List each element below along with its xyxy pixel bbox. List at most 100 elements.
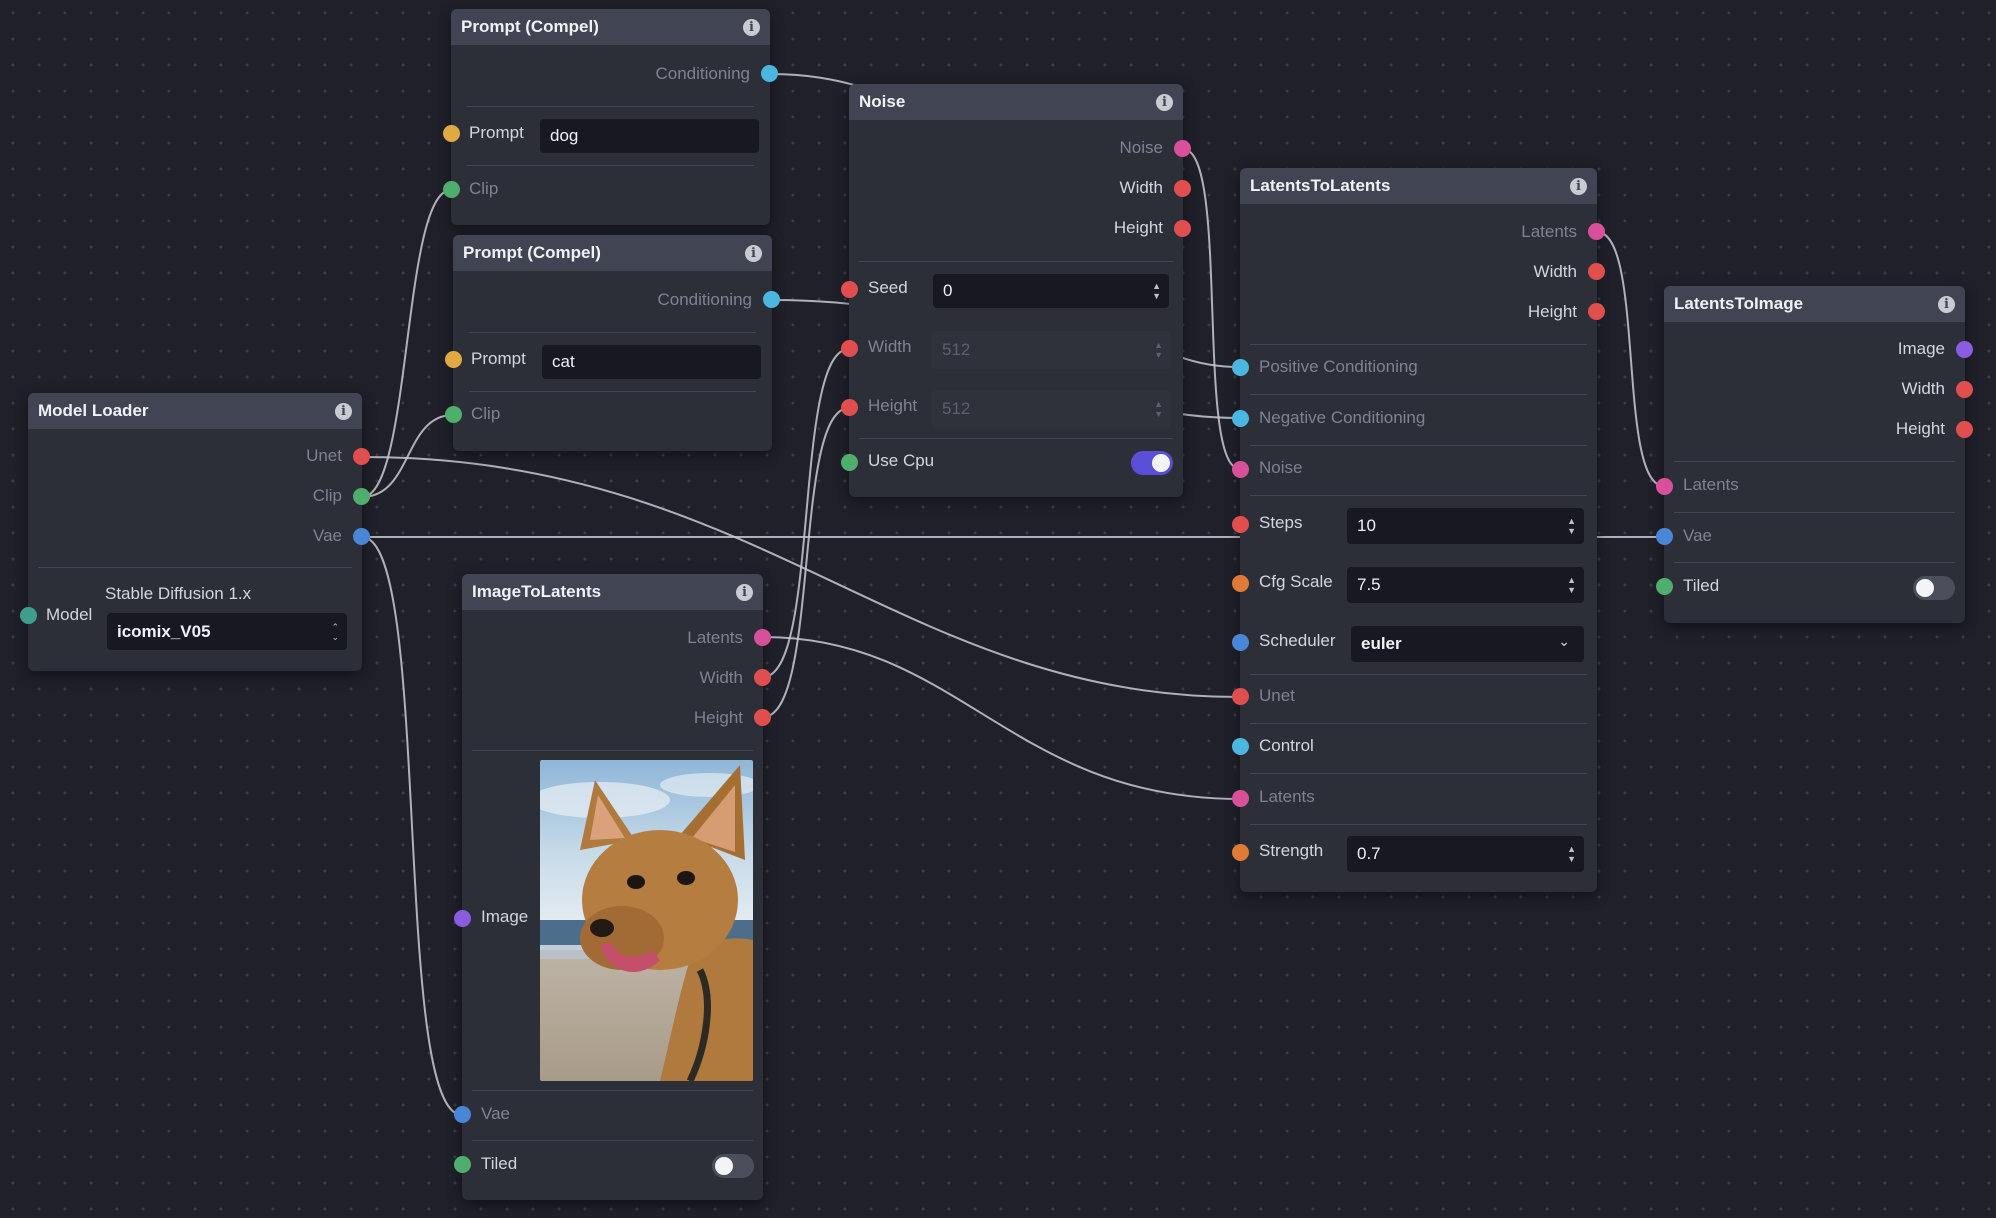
- info-icon[interactable]: i: [335, 402, 352, 420]
- output-latents-port[interactable]: [754, 629, 771, 646]
- scheduler-select[interactable]: euler ⌄: [1351, 626, 1584, 662]
- image-label: Image: [481, 907, 529, 926]
- input-latents-port[interactable]: [1232, 790, 1249, 807]
- output-width-port[interactable]: [1588, 263, 1605, 280]
- output-latents-port[interactable]: [1588, 223, 1605, 240]
- latents-to-latents-node[interactable]: LatentsToLatents i Latents Width Height …: [1232, 168, 1605, 892]
- input-image-port[interactable]: [454, 910, 471, 927]
- positive-conditioning-label: Positive Conditioning: [1259, 357, 1418, 376]
- input-prompt-port[interactable]: [445, 351, 462, 368]
- output-height-port[interactable]: [754, 709, 771, 726]
- node-header[interactable]: Noise i: [849, 84, 1183, 120]
- input-cfg-scale-port[interactable]: [1232, 575, 1249, 592]
- output-image-port[interactable]: [1956, 341, 1973, 358]
- prompt-compel-node-dog[interactable]: Prompt (Compel) i Conditioning Prompt do…: [443, 9, 778, 225]
- input-positive-conditioning-port[interactable]: [1232, 359, 1249, 376]
- output-height-port[interactable]: [1588, 303, 1605, 320]
- input-tiled-port[interactable]: [1656, 578, 1673, 595]
- use-cpu-toggle[interactable]: [1131, 451, 1173, 475]
- divider: [1250, 824, 1587, 825]
- input-vae-port[interactable]: [1656, 528, 1673, 545]
- model-select-value: icomix_V05: [117, 621, 211, 641]
- input-vae-port[interactable]: [454, 1106, 471, 1123]
- scheduler-value: euler: [1361, 634, 1402, 653]
- input-tiled-port[interactable]: [454, 1156, 471, 1173]
- model-loader-node[interactable]: Model Loader i Unet Clip Vae Model Stabl…: [20, 393, 370, 671]
- input-clip-port[interactable]: [443, 181, 460, 198]
- output-conditioning-port[interactable]: [763, 291, 780, 308]
- clip-label: Clip: [469, 179, 499, 198]
- dog-photo-image[interactable]: [540, 760, 753, 1081]
- strength-input[interactable]: 0.7 ▲▼: [1347, 836, 1584, 872]
- strength-value: 0.7: [1357, 844, 1381, 863]
- info-icon[interactable]: i: [736, 583, 753, 601]
- steps-label: Steps: [1259, 513, 1303, 532]
- node-header[interactable]: ImageToLatents i: [462, 574, 763, 610]
- divider: [472, 1090, 753, 1091]
- info-icon[interactable]: i: [1570, 177, 1587, 195]
- image-to-latents-node[interactable]: ImageToLatents i Latents Width Height Im…: [454, 574, 771, 1200]
- output-clip-port[interactable]: [353, 488, 370, 505]
- output-conditioning-port[interactable]: [761, 65, 778, 82]
- output-vae-port[interactable]: [353, 528, 370, 545]
- input-noise-port[interactable]: [1232, 461, 1249, 478]
- input-strength-port[interactable]: [1232, 844, 1249, 861]
- input-height-port[interactable]: [841, 399, 858, 416]
- latents-to-image-node[interactable]: LatentsToImage i Image Width Height Late…: [1656, 286, 1973, 623]
- output-width-port[interactable]: [754, 669, 771, 686]
- stepper-arrows-icon[interactable]: ▲▼: [1567, 575, 1576, 595]
- node-header[interactable]: LatentsToImage i: [1664, 286, 1965, 322]
- info-icon[interactable]: i: [745, 244, 762, 262]
- tiled-toggle[interactable]: [712, 1154, 754, 1178]
- output-width-port[interactable]: [1956, 381, 1973, 398]
- output-height-label: Height: [693, 708, 743, 727]
- input-seed-port[interactable]: [841, 281, 858, 298]
- node-header[interactable]: LatentsToLatents i: [1240, 168, 1597, 204]
- stepper-arrows-icon[interactable]: ▲▼: [1567, 516, 1576, 536]
- output-height-port[interactable]: [1956, 421, 1973, 438]
- clip-label: Clip: [471, 404, 501, 423]
- cfg-scale-input[interactable]: 7.5 ▲▼: [1347, 567, 1584, 603]
- noise-node[interactable]: Noise i Noise Width Height Seed 0 ▲▼ Wid…: [841, 84, 1191, 497]
- prompt-input[interactable]: cat: [542, 345, 761, 379]
- input-latents-port[interactable]: [1656, 478, 1673, 495]
- info-icon[interactable]: i: [1938, 295, 1955, 313]
- input-use-cpu-port[interactable]: [841, 454, 858, 471]
- input-model-port[interactable]: [20, 607, 37, 624]
- node-header[interactable]: Model Loader i: [28, 393, 362, 429]
- output-width-label: Width: [1119, 178, 1163, 197]
- input-steps-port[interactable]: [1232, 516, 1249, 533]
- input-negative-conditioning-port[interactable]: [1232, 410, 1249, 427]
- tiled-toggle[interactable]: [1913, 576, 1955, 600]
- wire-clip-to-cat-clip: [361, 414, 454, 498]
- input-unet-port[interactable]: [1232, 688, 1249, 705]
- info-icon[interactable]: i: [1156, 93, 1173, 111]
- output-width-port[interactable]: [1174, 180, 1191, 197]
- output-width-label: Width: [1901, 379, 1945, 398]
- divider: [859, 438, 1173, 439]
- input-control-port[interactable]: [1232, 738, 1249, 755]
- prompt-input[interactable]: dog: [540, 119, 759, 153]
- output-unet-port[interactable]: [353, 448, 370, 465]
- steps-input[interactable]: 10 ▲▼: [1347, 508, 1584, 544]
- input-prompt-port[interactable]: [443, 125, 460, 142]
- input-clip-port[interactable]: [445, 406, 462, 423]
- output-width-label: Width: [699, 668, 743, 687]
- output-height-port[interactable]: [1174, 220, 1191, 237]
- node-header[interactable]: Prompt (Compel) i: [453, 235, 772, 271]
- node-title: Prompt (Compel): [461, 17, 599, 36]
- input-width-port[interactable]: [841, 340, 858, 357]
- input-scheduler-port[interactable]: [1232, 634, 1249, 651]
- divider: [1250, 394, 1587, 395]
- prompt-compel-node-cat[interactable]: Prompt (Compel) i Conditioning Prompt ca…: [445, 235, 780, 451]
- tiled-label: Tiled: [481, 1154, 518, 1173]
- seed-input[interactable]: 0 ▲▼: [933, 274, 1169, 308]
- info-icon[interactable]: i: [743, 18, 760, 36]
- stepper-arrows-icon[interactable]: ▲▼: [1152, 281, 1161, 301]
- model-select[interactable]: icomix_V05 ⌃⌄: [107, 613, 347, 650]
- output-noise-port[interactable]: [1174, 140, 1191, 157]
- stepper-arrows-icon[interactable]: ▲▼: [1567, 844, 1576, 864]
- node-header[interactable]: Prompt (Compel) i: [451, 9, 770, 45]
- output-latents-label: Latents: [1521, 222, 1577, 241]
- divider: [1250, 723, 1587, 724]
